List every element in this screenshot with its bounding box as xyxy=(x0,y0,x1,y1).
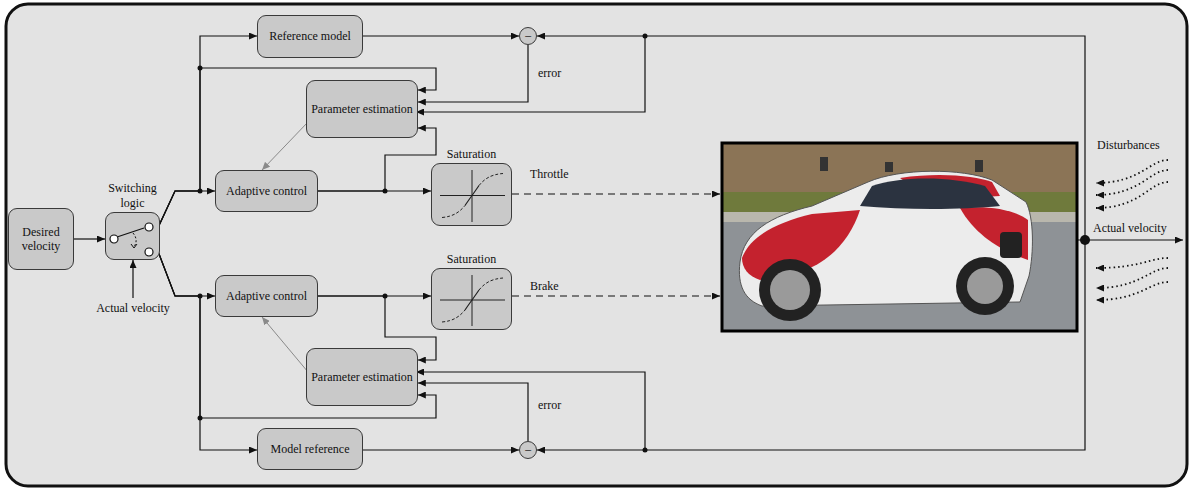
switch-contact xyxy=(145,248,153,256)
block-heading: Switching logic xyxy=(101,181,165,210)
node-label: Adaptive control xyxy=(226,289,307,303)
signal-connector xyxy=(262,122,308,170)
signal-label: Disturbances xyxy=(1097,138,1160,152)
saturation-curve xyxy=(465,290,479,310)
switch-lever xyxy=(117,228,144,237)
saturation-curve xyxy=(442,310,465,322)
saturation-box: Saturation xyxy=(431,163,512,226)
saturation-curve xyxy=(479,174,503,186)
process-box: Adaptive control xyxy=(215,170,318,212)
node-label: − xyxy=(524,30,531,43)
node-label: Parameter estimation xyxy=(311,102,413,116)
process-box: Reference model xyxy=(257,15,363,58)
switch-icon xyxy=(106,213,161,261)
signal-connector xyxy=(418,383,528,441)
process-box: Desired velocity xyxy=(8,208,74,270)
signal-connector xyxy=(156,246,436,418)
feedback-wires xyxy=(133,36,1183,450)
switch-motion xyxy=(131,244,137,248)
process-box: Adaptive control xyxy=(215,275,318,317)
actuator-signals xyxy=(512,194,720,296)
switch-motion xyxy=(133,233,136,247)
signal-label: Throttle xyxy=(530,167,569,181)
node-label: Reference model xyxy=(269,29,351,43)
signal-connector xyxy=(156,68,436,232)
summing-junction: − xyxy=(519,27,537,45)
saturation-icon xyxy=(432,269,513,331)
saturation-curve xyxy=(442,206,465,218)
node-label: Desired velocity xyxy=(9,225,73,254)
switch-contact xyxy=(110,235,118,243)
signal-label: Actual velocity xyxy=(1093,221,1167,235)
saturation-curve xyxy=(479,278,503,290)
signal-connector xyxy=(156,246,215,296)
block-heading: Saturation xyxy=(447,252,496,266)
process-box: Model reference xyxy=(257,428,363,470)
outer-frame xyxy=(6,4,1187,486)
saturation-curve xyxy=(465,186,479,206)
saturation-icon xyxy=(432,164,513,227)
block-heading: Saturation xyxy=(447,147,496,161)
node-label: − xyxy=(524,444,531,457)
switch-contact xyxy=(145,223,153,231)
process-box: Parameter estimation xyxy=(306,348,418,406)
switching-box: Switching logic xyxy=(105,212,160,260)
signal-connector xyxy=(363,35,519,36)
node-label: Parameter estimation xyxy=(311,370,413,384)
junction-dots xyxy=(198,34,1091,453)
edge-label: error xyxy=(536,66,563,80)
signal-connector xyxy=(418,45,528,102)
signal-connector xyxy=(262,317,308,372)
signal-connector xyxy=(363,449,519,450)
signal-label: Actual velocity xyxy=(96,301,170,315)
node-label: Model reference xyxy=(271,442,350,456)
edge-label: error xyxy=(536,398,563,412)
saturation-box: Saturation xyxy=(431,268,512,330)
signal-connector xyxy=(74,238,105,239)
car-photo xyxy=(722,143,1077,331)
node-label: Adaptive control xyxy=(226,184,307,198)
summing-junction: − xyxy=(519,441,537,459)
process-box: Parameter estimation xyxy=(306,80,418,138)
signal-label: Brake xyxy=(530,279,559,293)
